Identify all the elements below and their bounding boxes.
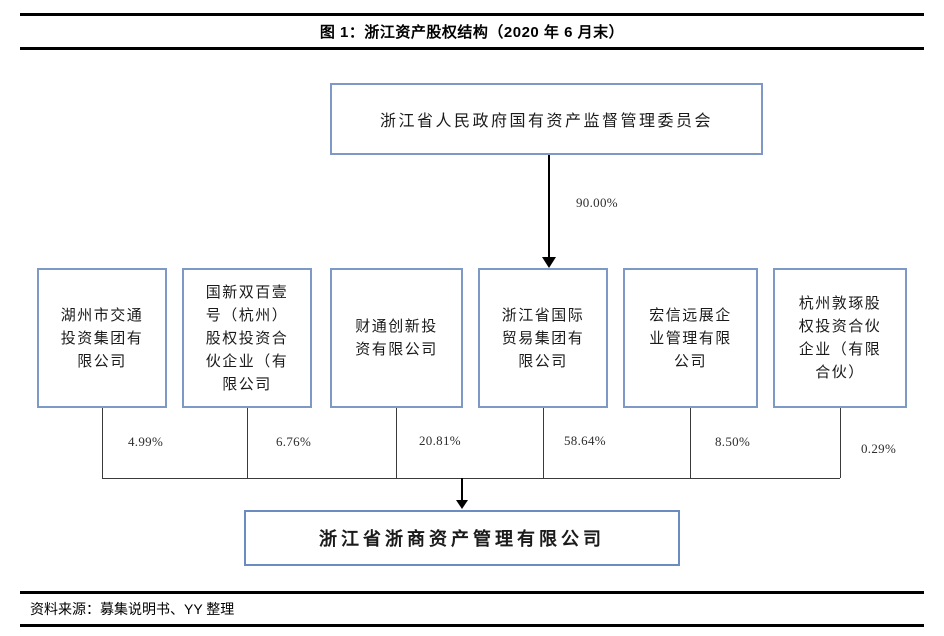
ownership-pct-6: 0.29% (861, 441, 897, 456)
shareholder-5-line: 公司 (673, 351, 707, 370)
shareholder-box-3: 财通创新投 资有限公司 (330, 268, 463, 408)
shareholder-4-line: 浙江省国际 (501, 305, 585, 324)
shareholder-2-line: 限公司 (222, 374, 272, 393)
shareholder-6-line: 合伙） (815, 363, 865, 381)
shareholder-1-line: 湖州市交通 (60, 305, 144, 324)
arrow-down-icon (456, 500, 468, 509)
shareholder-1-line: 投资集团有 (60, 328, 144, 347)
shareholder-box-4: 浙江省国际 贸易集团有 限公司 (478, 268, 608, 408)
shareholder-6-line: 企业（有限 (798, 340, 882, 358)
connector-line (396, 408, 397, 478)
shareholder-1-line: 限公司 (77, 351, 127, 370)
shareholder-box-5: 宏信远展企 业管理有限 公司 (623, 268, 758, 408)
header-rule-bottom (20, 47, 924, 50)
figure-title: 图 1：浙江资产股权结构（2020 年 6 月末） (319, 24, 625, 41)
shareholder-5-line: 业管理有限 (649, 328, 732, 347)
root-ownership-pct: 90.00% (576, 195, 618, 210)
header-rule-top (20, 13, 924, 16)
footer-rule-top (20, 591, 924, 594)
shareholder-2-line: 伙企业（有 (205, 351, 289, 370)
subsidiary-label: 浙江省浙商资产管理有限公司 (319, 529, 605, 550)
root-arrow-line (548, 155, 550, 258)
shareholder-6-line: 杭州敦琢股 (798, 294, 882, 312)
shareholder-3-line: 财通创新投 (355, 317, 438, 335)
arrow-down-icon (542, 257, 556, 268)
shareholder-4-line: 限公司 (518, 351, 568, 370)
shareholder-2-line: 股权投资合 (205, 328, 289, 347)
ownership-pct-2: 6.76% (276, 434, 312, 449)
ownership-pct-4: 58.64% (564, 433, 606, 448)
root-org-box: 浙江省人民政府国有资产监督管理委员会 (330, 83, 763, 155)
connector-line (690, 408, 691, 478)
shareholder-box-1: 湖州市交通 投资集团有 限公司 (37, 268, 167, 408)
shareholder-5-line: 宏信远展企 (649, 305, 732, 324)
footer-rule-bottom (20, 624, 924, 627)
connector-rail (102, 478, 840, 479)
shareholder-2-line: 号（杭州） (205, 305, 289, 324)
ownership-pct-5: 8.50% (715, 434, 751, 449)
root-org-label: 浙江省人民政府国有资产监督管理委员会 (379, 111, 713, 130)
shareholder-2-line: 国新双百壹 (205, 282, 289, 301)
ownership-pct-3: 20.81% (419, 433, 461, 448)
shareholder-4-line: 贸易集团有 (501, 328, 585, 347)
shareholder-box-2: 国新双百壹 号（杭州） 股权投资合 伙企业（有 限公司 (182, 268, 312, 408)
subsidiary-box: 浙江省浙商资产管理有限公司 (244, 510, 680, 566)
shareholder-3-line: 资有限公司 (355, 340, 438, 358)
ownership-pct-1: 4.99% (128, 434, 164, 449)
connector-line (840, 408, 841, 478)
shareholder-box-6: 杭州敦琢股 权投资合伙 企业（有限 合伙） (773, 268, 907, 408)
connector-line (543, 408, 544, 478)
source-note: 资料来源：募集说明书、YY 整理 (30, 601, 235, 617)
shareholder-6-line: 权投资合伙 (798, 317, 882, 335)
connector-line (102, 408, 103, 478)
connector-line (247, 408, 248, 478)
subsidiary-arrow-line (461, 478, 463, 501)
